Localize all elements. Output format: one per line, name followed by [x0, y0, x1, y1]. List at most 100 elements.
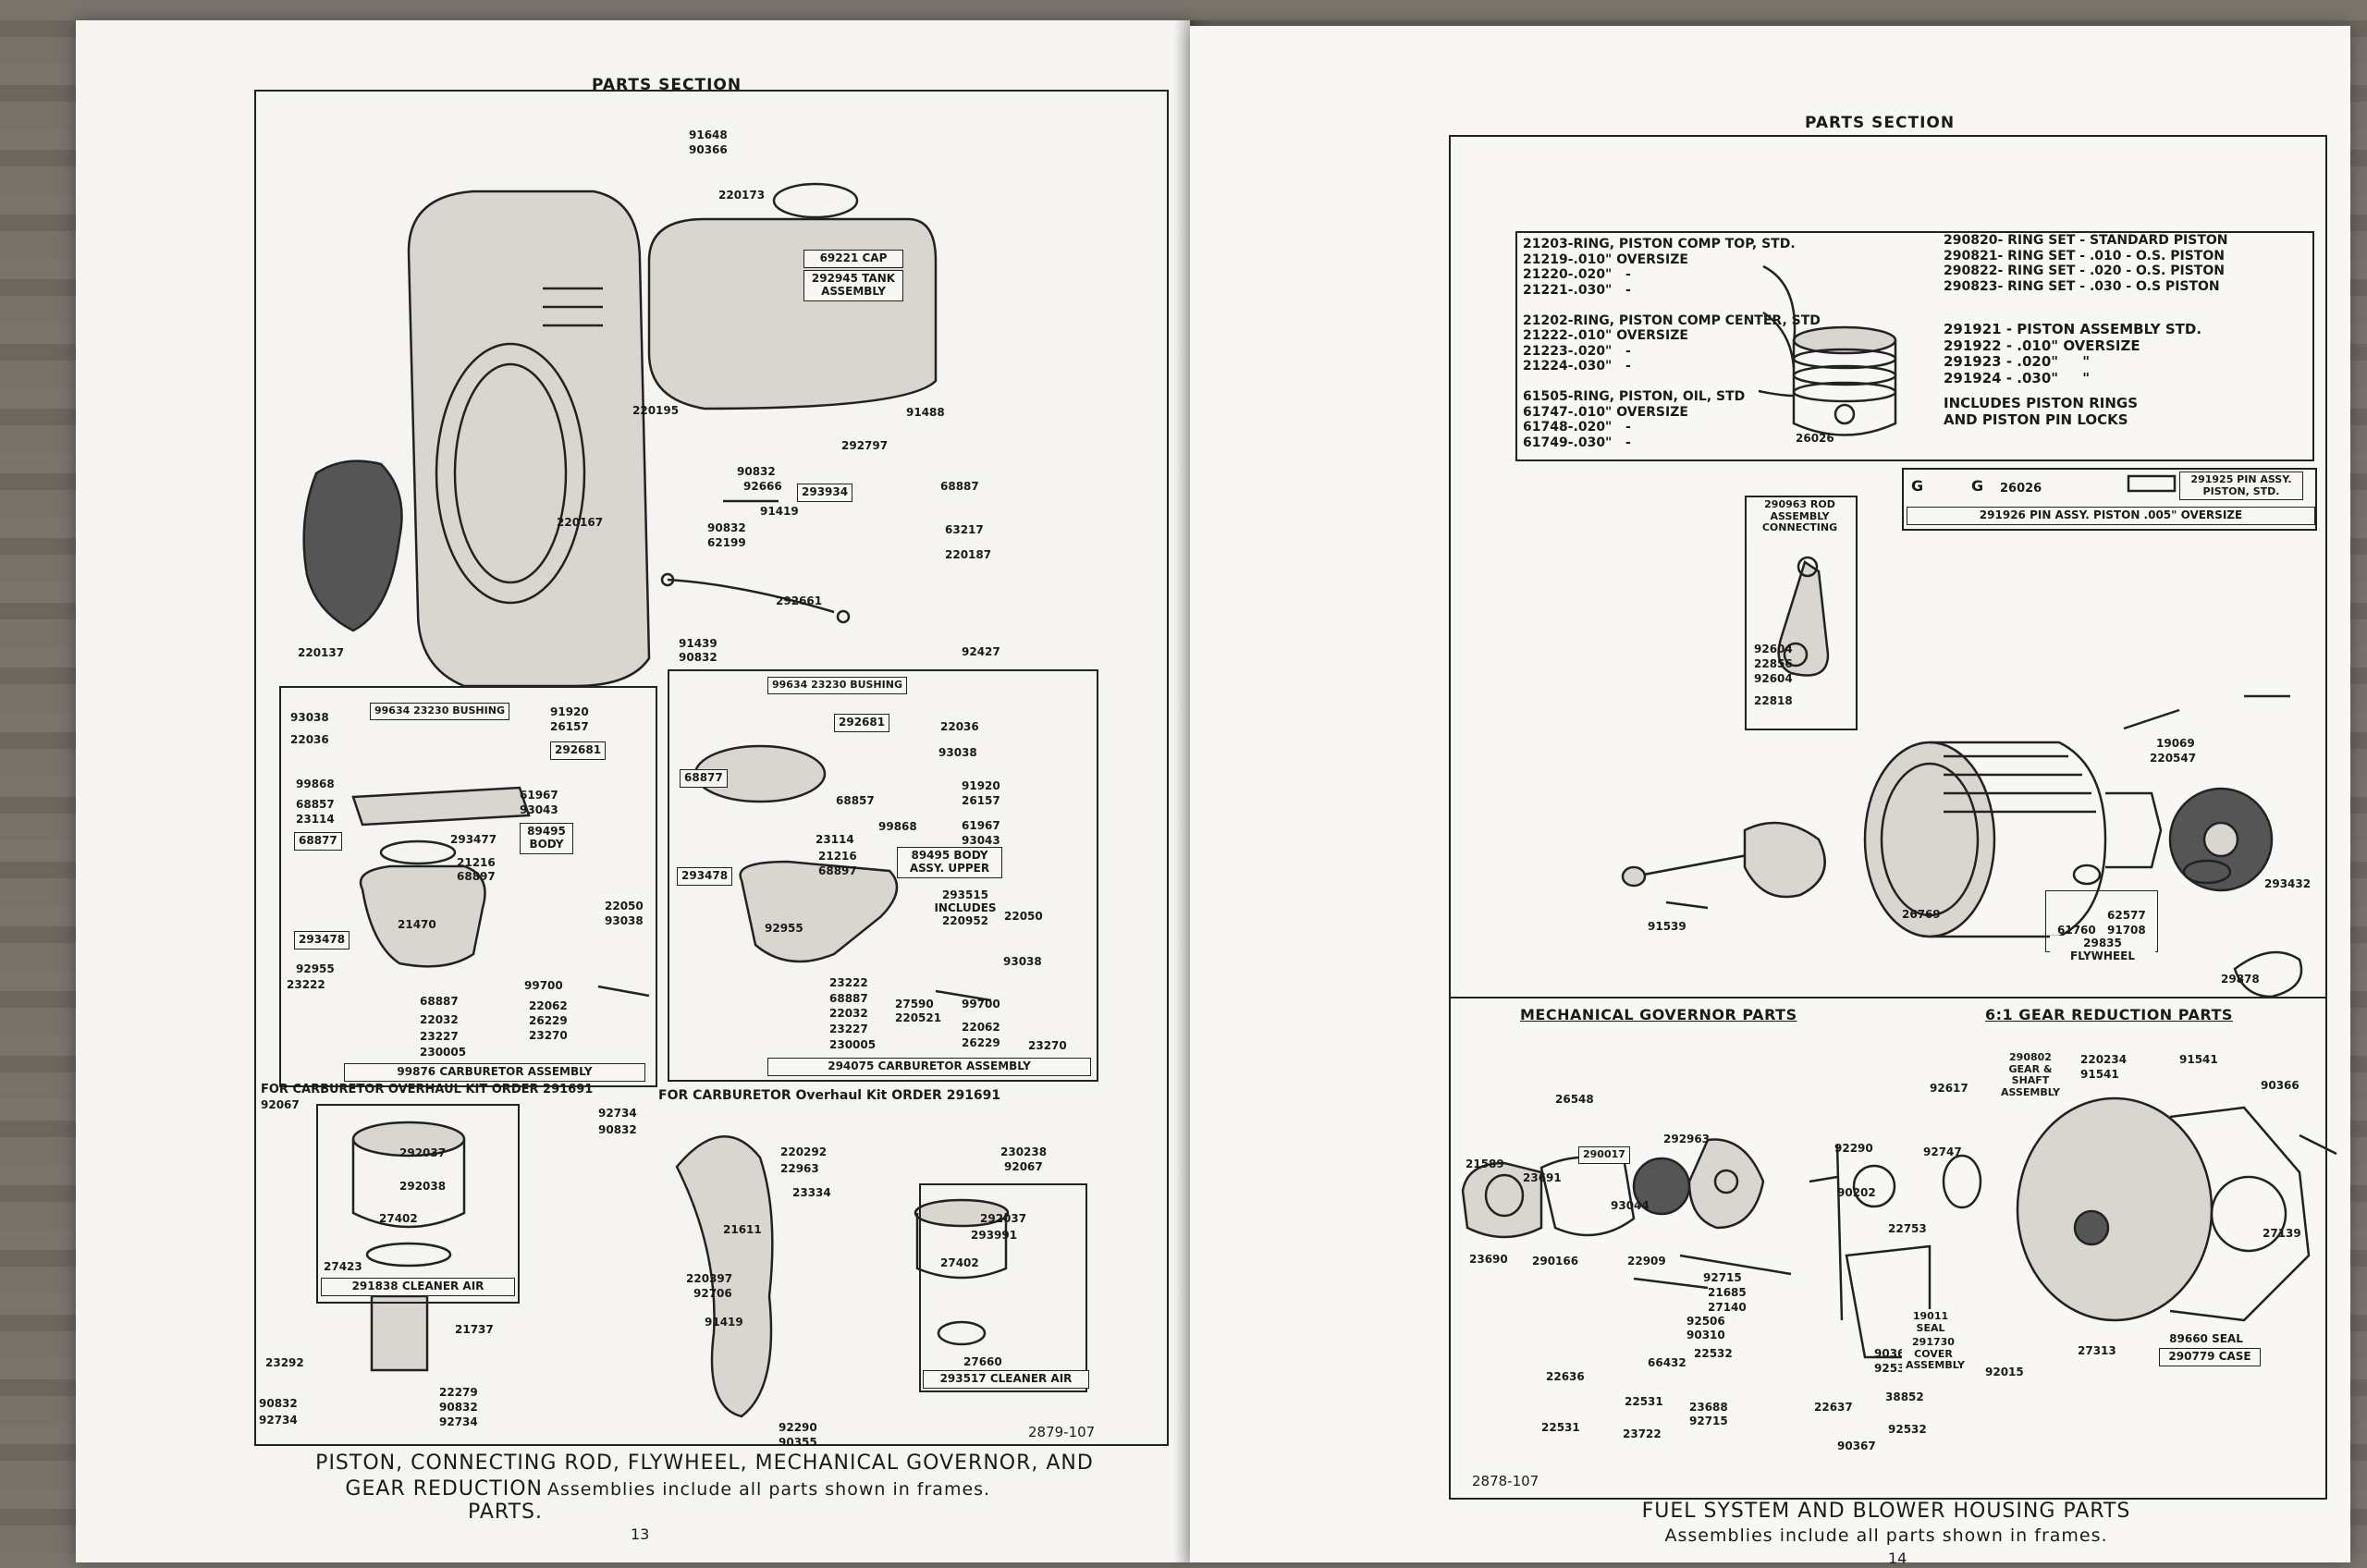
- piston-assembly-list: 291921 - PISTON ASSEMBLY STD. 291922 - .…: [1944, 321, 2202, 387]
- part-number: 220547: [2150, 752, 2197, 765]
- flywheel-label: 29835 FLYWHEEL: [2050, 936, 2155, 965]
- crankshaft-flywheel-drawing: [1621, 694, 2303, 998]
- part-number: 22036: [940, 720, 979, 733]
- part-number: 62199: [707, 536, 746, 549]
- part-number: 27402: [940, 1256, 979, 1269]
- part-number: 90832: [707, 521, 746, 534]
- part-number: 26229: [529, 1014, 568, 1027]
- part-number: 26769: [1902, 908, 1941, 921]
- part-number: 90310: [1686, 1329, 1725, 1341]
- part-number: 62577: [2107, 909, 2146, 922]
- part-number: 61967: [520, 789, 558, 802]
- governor-section-title: MECHANICAL GOVERNOR PARTS: [1520, 1006, 1797, 1023]
- air-cleaner-frame-2: [919, 1183, 1087, 1392]
- part-number: 26026: [1796, 432, 1834, 445]
- part-number: 23222: [829, 976, 868, 989]
- carburetor-assembly-label: 99876 CARBURETOR ASSEMBLY: [344, 1063, 645, 1082]
- part-number: 22531: [1625, 1395, 1663, 1408]
- part-number: 23222: [287, 978, 325, 991]
- part-number: 220137: [298, 646, 345, 659]
- part-number: 220397: [686, 1272, 733, 1285]
- part-number: 91439: [679, 637, 717, 650]
- part-number: 293432: [2264, 877, 2312, 890]
- part-number-box: 290017: [1578, 1146, 1630, 1164]
- overhaul-kit-note-2: FOR CARBURETOR Overhaul Kit ORDER 291691: [658, 1088, 1001, 1103]
- part-number: 91541: [2179, 1053, 2218, 1066]
- part-number: 23691: [1523, 1171, 1562, 1184]
- part-number: 23227: [420, 1030, 459, 1043]
- piston-pin-glyph: G: [1911, 477, 1924, 495]
- part-number: 230238: [1000, 1145, 1048, 1158]
- air-cleaner-drawing: [351, 1121, 1010, 1418]
- part-number: 68857: [836, 794, 875, 807]
- part-number: 90832: [737, 465, 776, 478]
- part-number: 22032: [829, 1007, 868, 1020]
- pin-oversize-label: 291926 PIN ASSY. PISTON .005" OVERSIZE: [1907, 507, 2315, 525]
- part-number: 23114: [816, 833, 854, 846]
- part-number: 23292: [265, 1356, 304, 1369]
- body-assy-upper-label: 89495 BODY ASSY. UPPER: [897, 847, 1002, 878]
- part-number: 26548: [1555, 1093, 1594, 1106]
- part-number: 220292: [780, 1145, 828, 1158]
- part-number: 92734: [259, 1414, 298, 1427]
- part-number: 61760: [2057, 924, 2096, 937]
- part-number: 68897: [818, 864, 857, 877]
- part-number: 23114: [296, 813, 335, 826]
- part-number: 220167: [557, 516, 604, 529]
- part-number: 99868: [878, 820, 917, 833]
- overhaul-kit-note: FOR CARBURETOR OVERHAUL KIT ORDER 291691: [261, 1083, 594, 1096]
- carburetor-assembly-label-2: 294075 CARBURETOR ASSEMBLY: [767, 1058, 1091, 1076]
- caption-line-2: GEAR REDUCTION PARTS.: [345, 1477, 543, 1524]
- part-number: 22036: [290, 733, 329, 746]
- part-number: 91419: [705, 1316, 743, 1329]
- part-number: 21470: [398, 918, 436, 931]
- part-number: 21216: [818, 850, 857, 863]
- part-number: 292037: [980, 1212, 1027, 1225]
- body-label: 89495 BODY: [520, 823, 573, 854]
- part-number: 68887: [420, 995, 459, 1008]
- part-number: 292963: [1663, 1133, 1711, 1145]
- part-number: 27139: [2263, 1227, 2301, 1240]
- part-number: 91920: [962, 779, 1000, 792]
- part-number: 22753: [1888, 1222, 1927, 1235]
- part-number: 93043: [520, 803, 558, 816]
- part-number: 292797: [841, 439, 889, 452]
- piston-pin-glyph: G: [1971, 477, 1984, 495]
- part-number: 22062: [962, 1021, 1000, 1034]
- part-number: 92617: [1930, 1082, 1968, 1095]
- part-number: 21216: [457, 856, 496, 869]
- part-number: 93038: [1003, 955, 1042, 968]
- part-number: 220187: [945, 548, 992, 561]
- part-number: 90355: [779, 1436, 817, 1449]
- part-number: 91539: [1648, 920, 1686, 933]
- part-number: 21611: [723, 1223, 762, 1236]
- part-number: 90366: [689, 143, 728, 156]
- part-number: 92734: [598, 1107, 637, 1120]
- bushing-label-2: 99634 23230 BUSHING: [767, 677, 907, 694]
- part-number: 26229: [962, 1036, 1000, 1049]
- figure-number: 2878-107: [1472, 1473, 1539, 1489]
- gear-reduction-section-title: 6:1 GEAR REDUCTION PARTS: [1985, 1006, 2233, 1023]
- part-number: 92955: [765, 922, 803, 935]
- part-number-box: 292681: [550, 741, 607, 760]
- seal-label-2: 89660 SEAL: [2161, 1331, 2251, 1348]
- part-number: 27660: [963, 1355, 1002, 1368]
- part-number: 92747: [1923, 1145, 1962, 1158]
- part-number: 91920: [550, 705, 589, 718]
- part-number: 22637: [1814, 1401, 1853, 1414]
- part-number: 92706: [693, 1287, 732, 1300]
- cap-label: 69221 CAP: [803, 250, 903, 268]
- part-number: 22050: [1004, 910, 1043, 923]
- part-number: 21685: [1708, 1286, 1747, 1299]
- part-number: 63217: [945, 523, 984, 536]
- part-number: 293477: [450, 833, 497, 846]
- part-number: 93043: [962, 834, 1000, 847]
- part-number-box: 293478: [677, 867, 733, 886]
- piston-includes-note: INCLUDES PISTON RINGS AND PISTON PIN LOC…: [1944, 395, 2139, 428]
- part-number: 90832: [259, 1397, 298, 1410]
- figure-frame: [1449, 135, 2327, 1500]
- part-number: 92604: [1754, 643, 1793, 655]
- piston-ring-list: 21203-RING, PISTON COMP TOP, STD. 21219-…: [1523, 237, 1821, 450]
- part-number: 220195: [632, 404, 680, 417]
- part-number: 91708: [2107, 924, 2146, 937]
